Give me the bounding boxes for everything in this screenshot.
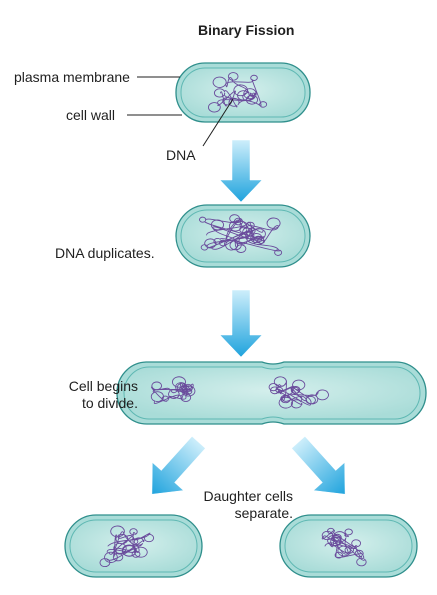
cell-1	[175, 62, 311, 123]
label-cell-begins-line1: Cell begins	[68, 378, 138, 394]
daughter-cell-left	[64, 514, 203, 578]
dna-coil-icon	[199, 214, 283, 256]
dna-strand	[99, 525, 155, 568]
daughter-cell-right	[279, 514, 418, 578]
arrow-down-icon	[219, 139, 263, 203]
arrow-down-left-icon	[151, 435, 206, 495]
label-daughter-line2: separate.	[234, 505, 293, 521]
label-cell-begins-line2: to divide.	[81, 395, 138, 411]
leader-line-dna	[202, 98, 234, 147]
label-daughter-cells: Daughter cells separate.	[185, 488, 294, 522]
label-plasma-membrane: plasma membrane	[14, 69, 130, 85]
dna-strand	[199, 214, 283, 256]
arrow-down-icon	[219, 289, 263, 358]
label-cell-begins: Cell begins to divide.	[36, 378, 138, 412]
arrow-down-right-icon	[291, 435, 346, 495]
label-dna-duplicates: DNA duplicates.	[55, 245, 155, 261]
dna-strand	[150, 376, 196, 404]
dna-coil-icon	[321, 527, 367, 567]
dna-strand	[208, 72, 268, 113]
dna-coil-icon	[150, 376, 196, 404]
dna-coil-icon	[99, 525, 155, 568]
dna-coil-icon	[268, 376, 329, 409]
dna-coil-icon	[208, 72, 268, 113]
label-dna: DNA	[166, 147, 196, 163]
dna-strand	[268, 376, 329, 409]
dna-strand	[321, 527, 367, 567]
cell-dividing	[116, 361, 427, 425]
label-daughter-line1: Daughter cells	[203, 488, 294, 504]
cell-2	[175, 204, 311, 268]
diagram-title: Binary Fission	[198, 22, 295, 38]
label-cell-wall: cell wall	[66, 107, 116, 123]
